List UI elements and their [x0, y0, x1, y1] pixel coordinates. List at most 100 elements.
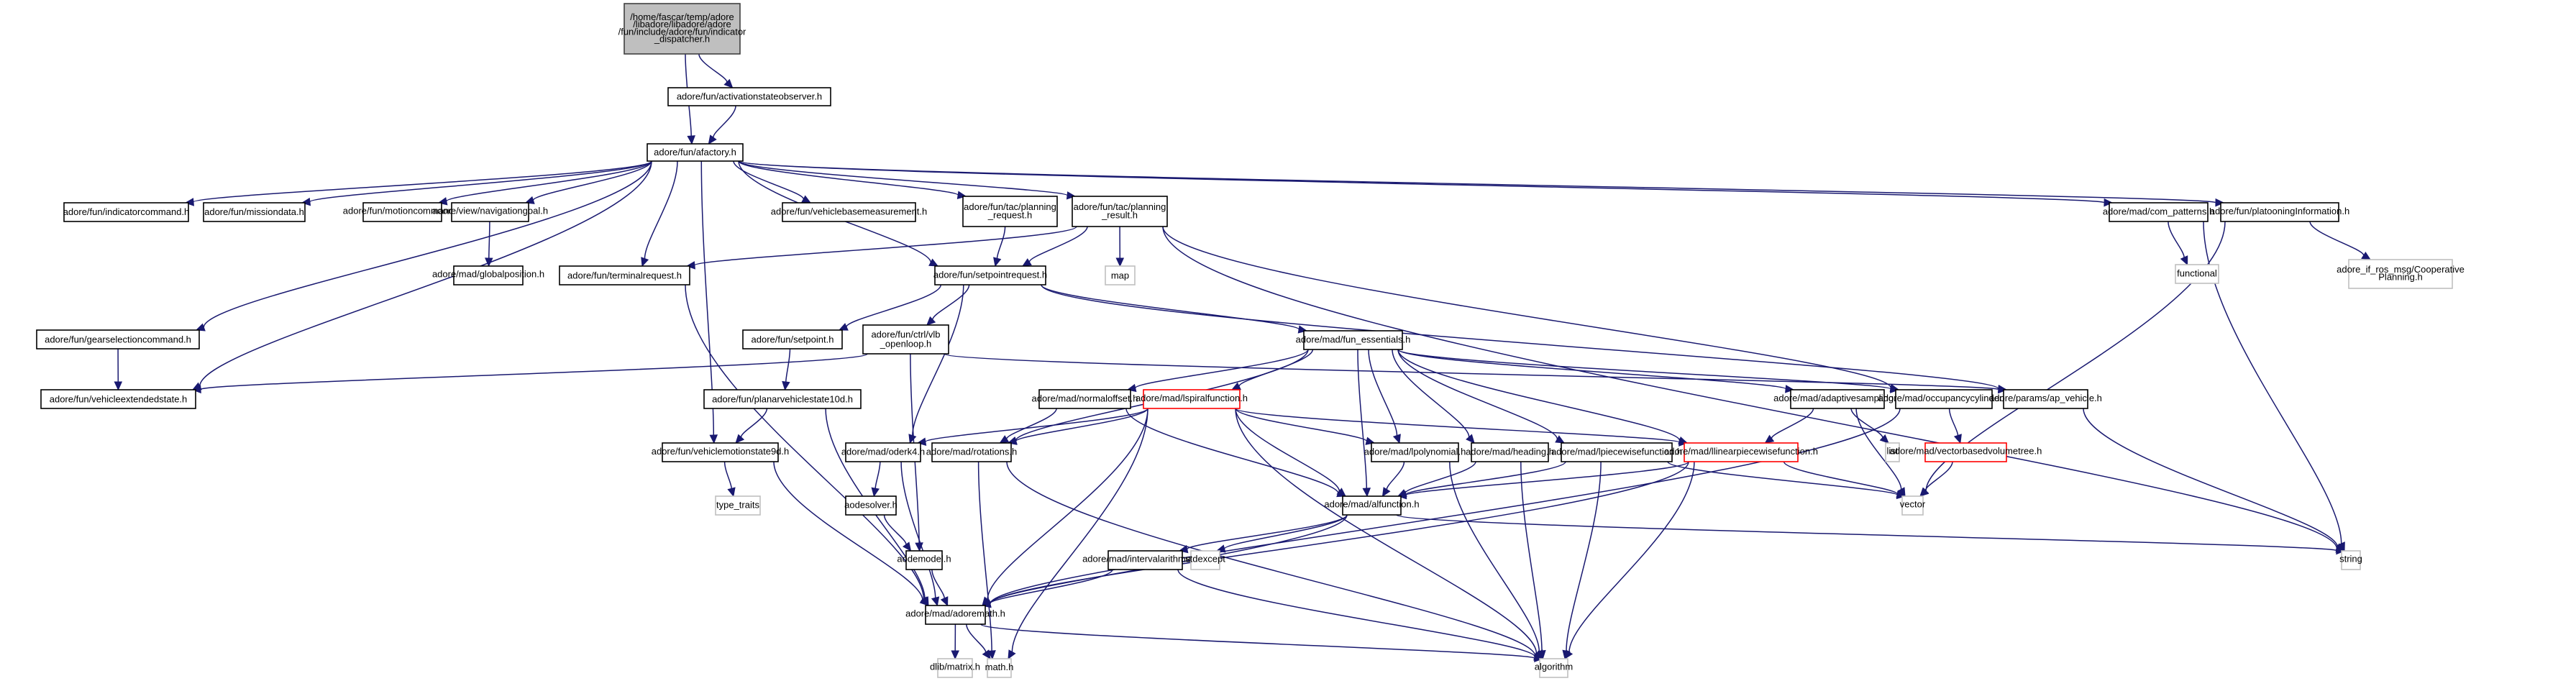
graph-node-heading[interactable]: adore/mad/heading.h	[1466, 442, 1554, 462]
graph-node-com_patterns[interactable]: adore/mad/com_patterns.h	[2103, 202, 2214, 222]
graph-node-intervalarithmetic[interactable]: adore/mad/intervalarithmetic.h	[1082, 550, 1208, 570]
graph-node-terminalrequest[interactable]: adore/fun/terminalrequest.h	[559, 265, 690, 285]
graph-node-functional[interactable]: functional	[2175, 264, 2219, 284]
graph-node-adoremath[interactable]: adore/mad/adoremath.h	[905, 605, 1005, 625]
edge-platooninginformation-to-cooperativeplanning	[2309, 221, 2365, 256]
arrowhead-icon	[2215, 198, 2225, 207]
node-label: adore/mad/occupancycylinder.h	[1878, 393, 2010, 403]
graph-node-alfunction[interactable]: adore/mad/alfunction.h	[1324, 495, 1420, 516]
graph-node-navigationgoal[interactable]: adore/view/navigationgoal.h	[432, 202, 548, 222]
node-box	[1371, 442, 1459, 462]
graph-node-list[interactable]: list	[1885, 442, 1900, 462]
graph-node-type_traits[interactable]: type_traits	[715, 495, 761, 516]
arrowhead-icon	[114, 381, 123, 391]
arrowhead-icon	[2336, 546, 2346, 555]
graph-node-vehiclebasemeasurement[interactable]: adore/fun/vehiclebasemeasurement.h	[771, 202, 928, 222]
graph-node-afactory[interactable]: adore/fun/afactory.h	[647, 143, 744, 162]
arrowhead-icon	[727, 487, 736, 498]
graph-node-platooninginformation[interactable]: adore/fun/platooningInformation.h	[2210, 202, 2349, 222]
edge-llinearpiecewisefunction-to-adoremath	[990, 461, 1689, 605]
graph-node-normaloffset[interactable]: adore/mad/normaloffset.h	[1032, 389, 1138, 409]
node-label: adore/mad/globalposition.h	[432, 268, 544, 279]
graph-node-vlb_openloop[interactable]: adore/fun/ctrl/vlb_openloop.h	[862, 324, 949, 355]
edge-fun_essentials-to-lpolynomial	[1368, 349, 1398, 436]
node-label: adore/mad/vectorbasedvolumetree.h	[1890, 445, 2042, 456]
graph-node-motioncommand[interactable]: adore/fun/motioncommand.h	[343, 202, 462, 222]
graph-node-planning_result[interactable]: adore/fun/tac/planning_result.h	[1072, 196, 1168, 227]
graph-node-map[interactable]: map	[1105, 265, 1136, 285]
graph-node-dlib_matrix[interactable]: dlib/matrix.h	[930, 658, 980, 678]
graph-node-ap_vehicle[interactable]: adore/params/ap_vehicle.h	[1989, 389, 2102, 409]
graph-node-lspiralfunction[interactable]: adore/mad/lspiralfunction.h	[1136, 389, 1248, 409]
node-box	[362, 202, 442, 222]
arrowhead-icon	[1919, 487, 1929, 497]
edge-rotations-to-math	[977, 461, 992, 652]
edge-activationstateobserver-to-afactory	[713, 105, 736, 138]
graph-node-rotations[interactable]: adore/mad/rotations.h	[926, 442, 1017, 462]
graph-node-adaptivesampling[interactable]: adore/mad/adaptivesampling.h	[1773, 389, 1901, 409]
node-box	[905, 550, 943, 570]
node-label: adore/fun/afactory.h	[654, 147, 736, 157]
graph-node-aodemodel[interactable]: aodemodel.h	[897, 550, 951, 570]
graph-node-vector[interactable]: vector	[1900, 495, 1926, 516]
graph-node-vehiclemotionstate9d[interactable]: adore/fun/vehiclemotionstate9d.h	[652, 442, 790, 462]
graph-node-math[interactable]: math.h	[985, 658, 1014, 678]
arrowhead-icon	[2180, 255, 2188, 266]
edge-adaptivesampling-to-vector	[1855, 408, 1902, 490]
graph-node-vehicleextendedstate[interactable]: adore/fun/vehicleextendedstate.h	[40, 389, 196, 409]
graph-node-planning_request[interactable]: adore/fun/tac/planning_request.h	[962, 196, 1058, 227]
node-box	[559, 265, 690, 285]
graph-node-root[interactable]: /home/fascar/temp/adore/libadore/libador…	[618, 3, 746, 55]
graph-node-occupancycylinder[interactable]: adore/mad/occupancycylinder.h	[1878, 389, 2010, 409]
node-box	[703, 389, 862, 409]
node-box	[667, 87, 831, 106]
graph-node-fun_essentials[interactable]: adore/mad/fun_essentials.h	[1296, 330, 1411, 350]
arrowhead-icon	[1785, 385, 1795, 393]
graph-node-stdexcept[interactable]: stdexcept	[1185, 550, 1225, 570]
node-box	[1143, 389, 1241, 409]
graph-node-activationstateobserver[interactable]: adore/fun/activationstateobserver.h	[667, 87, 831, 106]
graph-node-missiondata[interactable]: adore/fun/missiondata.h	[203, 202, 306, 222]
edge-oderk4-to-aodesolver	[874, 461, 881, 489]
graph-node-string[interactable]: string	[2339, 550, 2362, 570]
graph-node-algorithm[interactable]: algorithm	[1535, 658, 1573, 678]
node-label: adore/fun/setpointrequest.h	[933, 270, 1047, 280]
graph-node-aodesolver[interactable]: aodesolver.h	[844, 495, 898, 516]
graph-node-setpointrequest[interactable]: adore/fun/setpointrequest.h	[933, 265, 1047, 285]
node-box	[937, 658, 973, 678]
edge-afactory-to-terminalrequest	[644, 160, 678, 259]
node-box	[1924, 442, 2007, 462]
graph-node-setpoint[interactable]: adore/fun/setpoint.h	[742, 329, 843, 349]
edge-afactory-to-com_patterns	[738, 160, 2105, 204]
edge-alfunction-to-string	[1396, 514, 2337, 552]
graph-node-globalposition[interactable]: adore/mad/globalposition.h	[432, 265, 544, 285]
edge-com_patterns-to-functional	[2168, 221, 2185, 258]
node-box	[715, 495, 761, 516]
graph-node-vectorbasedvolumetree[interactable]: adore/mad/vectorbasedvolumetree.h	[1890, 442, 2042, 462]
node-label: adore/params/ap_vehicle.h	[1989, 393, 2102, 403]
arrowhead-icon	[524, 196, 535, 204]
edge-normaloffset-to-alfunction	[1125, 408, 1339, 494]
graph-node-lpolynomial[interactable]: adore/mad/lpolynomial.h	[1364, 442, 1466, 462]
node-box	[1072, 196, 1168, 227]
edge-adoremath-to-math	[966, 623, 987, 653]
graph-node-lpiecewisefunction[interactable]: adore/mad/lpiecewisefunction.h	[1551, 442, 1682, 462]
edge-alfunction-to-stdexcept	[1223, 514, 1348, 549]
node-box	[845, 495, 897, 516]
arrowhead-icon	[1008, 649, 1016, 660]
graph-node-planarvehiclestate10d[interactable]: adore/fun/planarvehiclestate10d.h	[703, 389, 862, 409]
edge-occupancycylinder-to-adoremath	[990, 408, 1901, 604]
node-box	[1885, 442, 1900, 462]
node-label: dlib/matrix.h	[930, 661, 980, 672]
node-label: adore/mad/intervalarithmetic.h	[1082, 553, 1208, 564]
edge-vlb_openloop-to-vehicleextendedstate	[200, 353, 868, 390]
node-box	[782, 202, 916, 222]
arrowhead-icon	[951, 650, 959, 660]
graph-node-indicatorcommand[interactable]: adore/fun/indicatorcommand.h	[63, 202, 190, 222]
graph-node-oderk4[interactable]: adore/mad/oderk4.h	[841, 442, 925, 462]
graph-node-llinearpiecewisefunction[interactable]: adore/mad/llinearpiecewisefunction.h	[1664, 442, 1818, 462]
node-label: functional	[2177, 268, 2217, 279]
node-label: adore/view/navigationgoal.h	[432, 205, 548, 216]
graph-node-gearselectioncommand[interactable]: adore/fun/gearselectioncommand.h	[36, 329, 200, 349]
